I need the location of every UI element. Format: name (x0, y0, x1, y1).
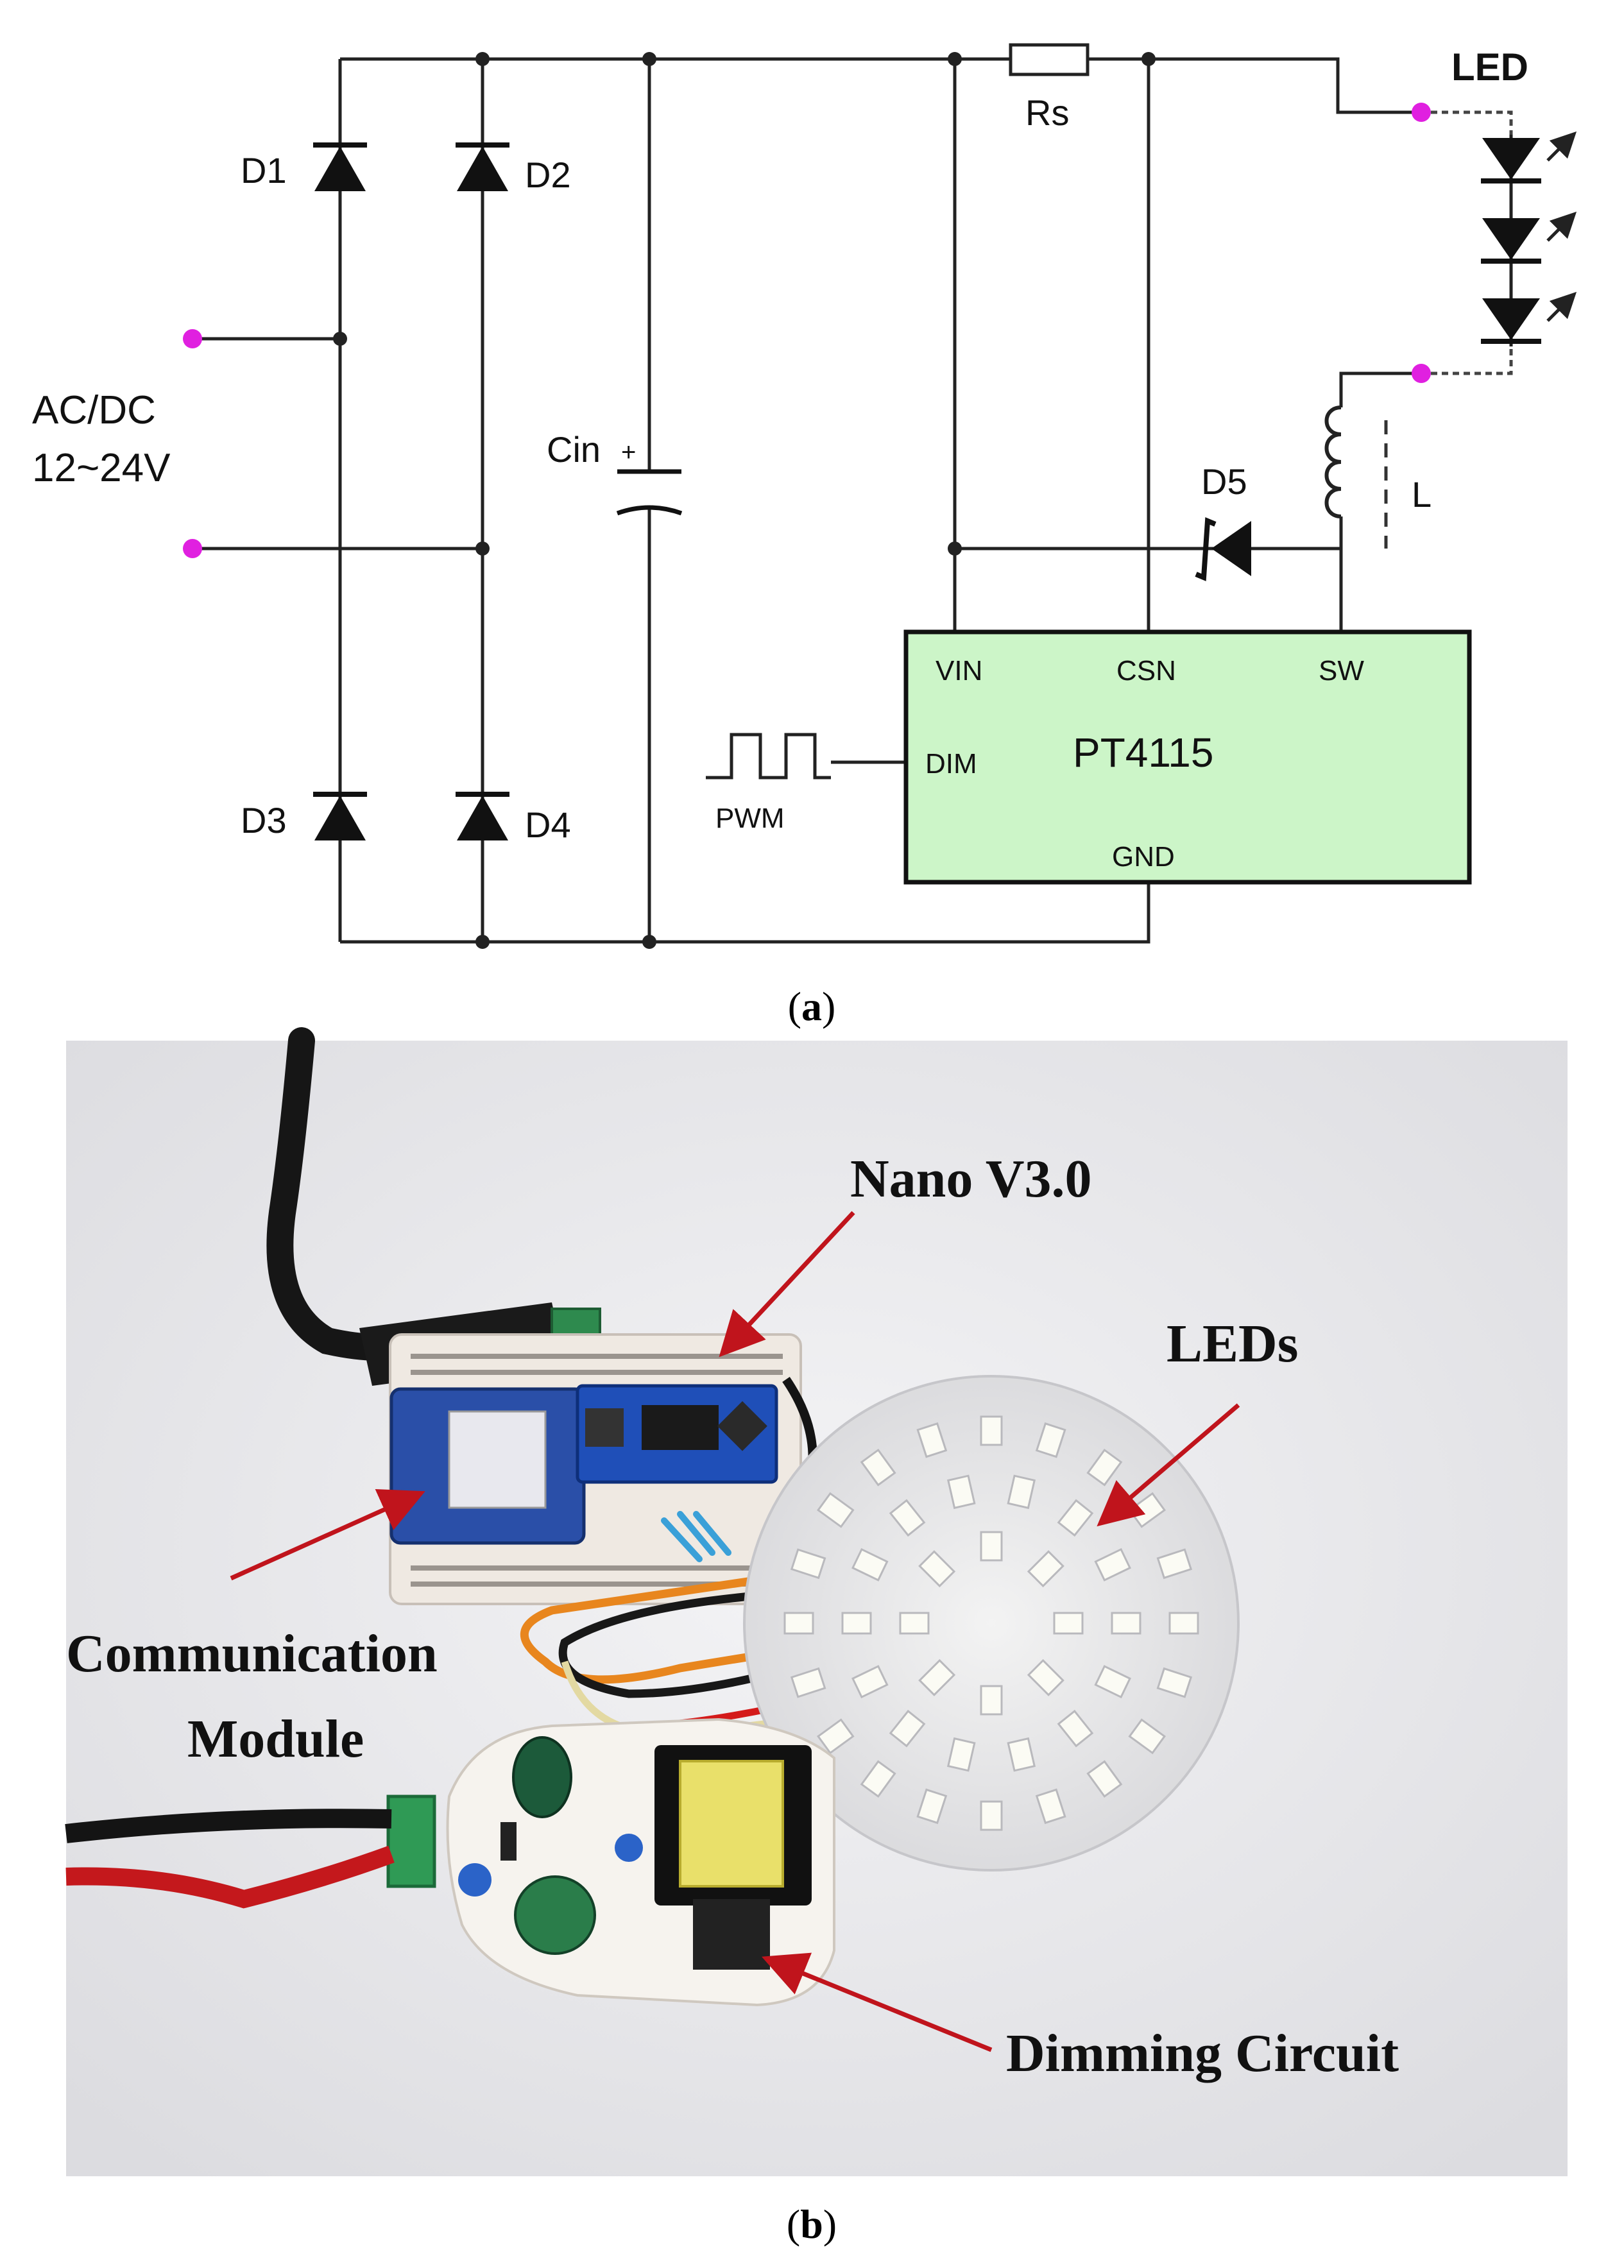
led-chip (851, 1548, 889, 1582)
led-chip (1053, 1612, 1084, 1635)
diode-d2-label: D2 (525, 155, 571, 195)
diode-d2 (456, 142, 509, 191)
input-voltage-label: AC/DC (32, 388, 156, 432)
inductor-l (1324, 405, 1388, 549)
label-module: Module (187, 1709, 364, 1769)
diode-d1 (313, 142, 367, 191)
led-chip (946, 1737, 976, 1772)
led-chip (816, 1492, 855, 1528)
ac-input-terminal-bottom (183, 539, 202, 558)
ic-pin-dim: DIM (925, 748, 977, 780)
led-chip (918, 1658, 956, 1696)
led-chip (1094, 1665, 1131, 1699)
led-chip (851, 1665, 889, 1699)
led-chip (980, 1800, 1003, 1831)
led-chip (783, 1612, 814, 1635)
led-chip (1035, 1422, 1066, 1458)
label-leds: LEDs (1167, 1314, 1298, 1374)
inductor-label: L (1412, 474, 1432, 515)
power-terminal-block (386, 1795, 436, 1888)
led-chip (916, 1422, 948, 1458)
ic-pin-vin: VIN (936, 655, 982, 686)
led-chip (1057, 1499, 1094, 1537)
led-chip (1168, 1612, 1199, 1635)
led-chip (1156, 1667, 1193, 1698)
schottky-diode-d5 (1195, 517, 1251, 581)
arrow-communication (230, 1488, 425, 1581)
circuit-schematic: AC/DC 12~24V D1 D2 D3 D4 Cin + (32, 43, 1577, 949)
led-chip (980, 1531, 1003, 1562)
diode-d1-label: D1 (241, 150, 287, 191)
led-chip (1057, 1709, 1094, 1748)
led-terminal-top (1412, 103, 1431, 122)
led-chip (1007, 1737, 1036, 1772)
led-string (1481, 131, 1577, 346)
led-chip (1086, 1760, 1123, 1798)
caption-a: (a) (788, 984, 836, 1029)
led-chip (916, 1788, 948, 1825)
label-communication: Communication (66, 1624, 438, 1684)
led-terminal-bottom (1412, 364, 1431, 383)
diode-d5-label: D5 (1201, 461, 1247, 502)
junction-dots (333, 52, 1156, 949)
led-chip (841, 1612, 872, 1635)
led-chip (1086, 1448, 1123, 1487)
led-chips (783, 1415, 1199, 1831)
prototype-photo: Nano V3.0 LEDs Communication Module Dimm… (65, 1027, 1568, 2176)
pwm-label: PWM (715, 803, 785, 834)
led-label: LED (1451, 46, 1528, 89)
led-chip (980, 1415, 1003, 1446)
label-dimming-circuit: Dimming Circuit (1006, 2024, 1399, 2083)
diode-d4-label: D4 (525, 805, 571, 845)
diode-d3 (313, 792, 367, 840)
ac-input-terminal-top (183, 329, 202, 348)
led-chip (1111, 1612, 1141, 1635)
input-voltage-range: 12~24V (32, 446, 171, 490)
resistor-label: Rs (1025, 92, 1069, 133)
pwm-signal-icon (706, 733, 831, 780)
led-chip (1007, 1474, 1036, 1510)
arrow-dimming (762, 1952, 993, 2052)
ic-pin-sw: SW (1319, 655, 1364, 686)
led-chip (1156, 1548, 1193, 1580)
label-nano: Nano V3.0 (850, 1149, 1092, 1209)
led-chip (816, 1718, 855, 1755)
capacitor-polarity: + (621, 438, 636, 466)
led-chip (1128, 1718, 1167, 1755)
arrow-nano (719, 1211, 855, 1358)
led-chip (790, 1548, 826, 1580)
led-chip (1035, 1788, 1066, 1825)
diode-d4 (456, 792, 509, 840)
led-chip (889, 1499, 926, 1537)
resistor-rs (1009, 43, 1090, 76)
led-chip (1027, 1658, 1064, 1696)
led-chip (918, 1550, 956, 1588)
ic-pin-gnd: GND (1112, 841, 1175, 873)
capacitor-cin (616, 469, 683, 516)
led-chip (860, 1448, 896, 1487)
led-chip (1094, 1548, 1131, 1582)
led-chip (899, 1612, 930, 1635)
led-chip (980, 1685, 1003, 1716)
led-chip (790, 1667, 826, 1698)
diode-d3-label: D3 (241, 800, 287, 840)
led-chip (1027, 1550, 1064, 1588)
arrow-leds (1097, 1403, 1240, 1527)
led-chip (946, 1474, 976, 1510)
capacitor-label: Cin (547, 429, 601, 470)
ic-pin-csn: CSN (1116, 655, 1176, 686)
ic-pt4115 (903, 629, 1472, 885)
led-chip (860, 1760, 896, 1798)
caption-b: (b) (787, 2201, 837, 2247)
led-chip (889, 1709, 926, 1748)
ic-name: PT4115 (1073, 729, 1213, 776)
